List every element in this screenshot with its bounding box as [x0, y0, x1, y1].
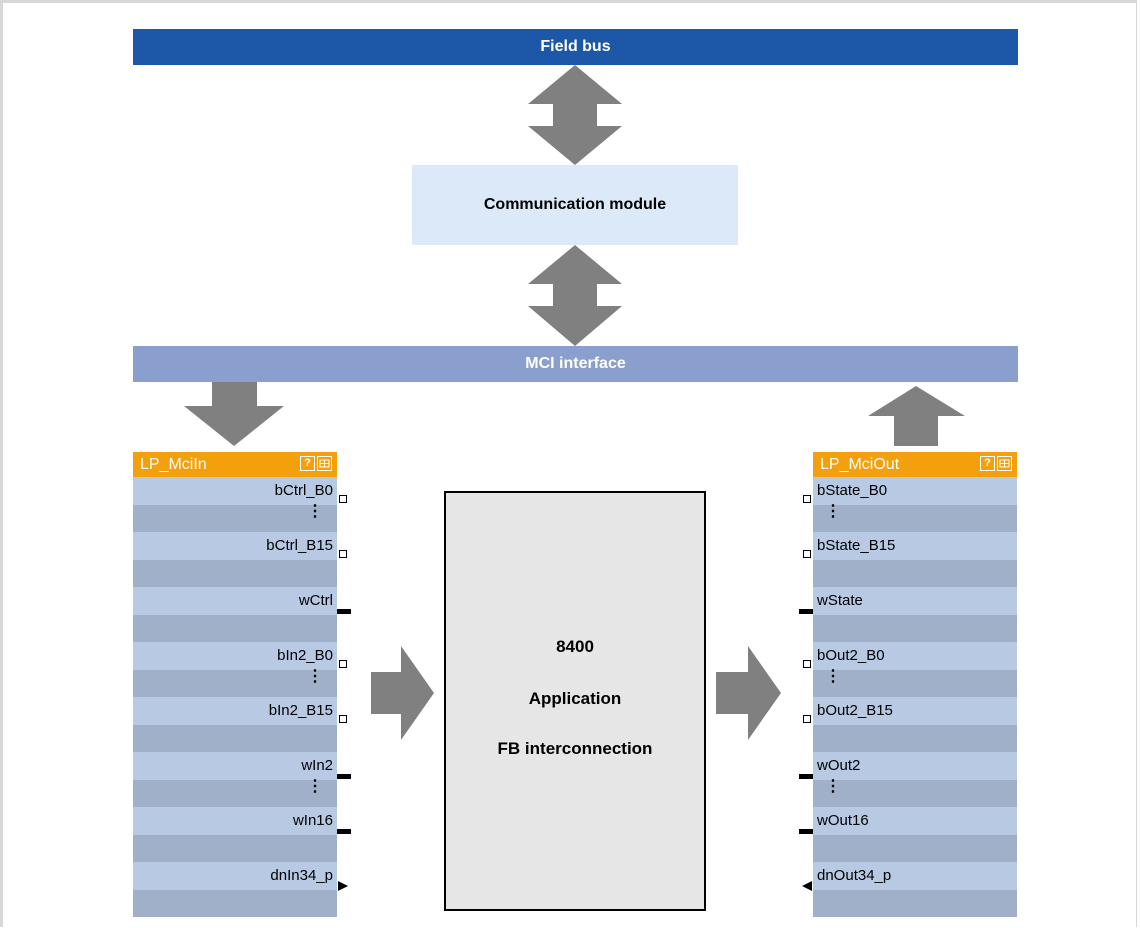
- signal-row: ⋮: [813, 777, 1017, 807]
- signal-row: [813, 559, 1017, 587]
- help-icon[interactable]: ?: [980, 456, 995, 471]
- signal-label: bCtrl_B0: [274, 482, 333, 499]
- signal-label: wOut2: [817, 757, 861, 774]
- fieldbus-label: Field bus: [540, 38, 611, 55]
- signal-row: bOut2_B0: [803, 642, 1017, 670]
- double-arrow-fieldbus-comm: [528, 65, 622, 165]
- bool-port[interactable]: [339, 715, 347, 723]
- application-label: Application: [528, 689, 622, 708]
- fb-lp-mciout-header: LP_MciOut ?: [813, 452, 1017, 477]
- signal-row: [133, 834, 337, 862]
- ellipsis-dots: ⋮: [825, 777, 841, 795]
- signal-label: bOut2_B0: [817, 647, 885, 664]
- signal-row: bState_B0: [803, 477, 1017, 505]
- signal-label: bOut2_B15: [817, 702, 893, 719]
- signal-row: ⋮: [133, 667, 337, 697]
- application-id: 8400: [556, 637, 594, 656]
- fb-lp-mciin[interactable]: LP_MciIn ? bCtrl_B0 ⋮ bCtrl_B15 wCtrl bI…: [133, 452, 351, 917]
- fb-lp-mciout-title: LP_MciOut: [820, 456, 900, 473]
- application-block: 8400 Application FB interconnection: [444, 491, 706, 911]
- fb-interconnection-label: FB interconnection: [497, 739, 653, 758]
- signal-row: wCtrl: [133, 587, 351, 615]
- signal-row: [133, 559, 337, 587]
- ellipsis-dots: ⋮: [307, 667, 323, 685]
- signal-label: wCtrl: [298, 592, 333, 609]
- parameter-table-icon[interactable]: [997, 456, 1012, 471]
- signal-row: bState_B15: [803, 532, 1017, 560]
- bool-port[interactable]: [803, 660, 811, 668]
- bool-port[interactable]: [803, 495, 811, 503]
- bool-port[interactable]: [339, 550, 347, 558]
- signal-label: wIn2: [301, 757, 333, 774]
- signal-row: ⋮: [133, 777, 337, 807]
- word-port[interactable]: [799, 829, 813, 834]
- right-arrow-app-out: [716, 646, 781, 740]
- signal-row: bIn2_B0: [133, 642, 347, 670]
- signal-row: [813, 889, 1017, 917]
- signal-row: ⋮: [813, 502, 1017, 532]
- signal-label: bState_B15: [817, 537, 896, 554]
- fieldbus-bar: Field bus: [133, 29, 1018, 65]
- signal-row: wOut16: [799, 807, 1017, 835]
- bool-port[interactable]: [339, 495, 347, 503]
- signal-row: bCtrl_B15: [133, 532, 347, 560]
- signal-row: wOut2: [799, 752, 1017, 780]
- bool-port[interactable]: [339, 660, 347, 668]
- word-port[interactable]: [799, 774, 813, 779]
- signal-row: dnIn34_p: [133, 862, 348, 891]
- position-port[interactable]: [802, 881, 812, 891]
- communication-module-box: Communication module: [412, 165, 738, 245]
- fb-lp-mciout[interactable]: LP_MciOut ? bState_B0 ⋮ bState_B15 wStat…: [799, 452, 1017, 917]
- signal-row: [133, 724, 337, 752]
- parameter-table-icon[interactable]: [317, 456, 332, 471]
- ellipsis-dots: ⋮: [825, 667, 841, 685]
- position-port[interactable]: [338, 881, 348, 891]
- mci-interface-bar: MCI interface: [133, 346, 1018, 382]
- ellipsis-dots: ⋮: [307, 777, 323, 795]
- signal-row: [813, 834, 1017, 862]
- signal-row: bOut2_B15: [803, 697, 1017, 725]
- mci-interface-label: MCI interface: [525, 355, 626, 372]
- ellipsis-dots: ⋮: [307, 502, 323, 520]
- signal-label: bIn2_B15: [268, 702, 333, 719]
- signal-row: wIn2: [133, 752, 351, 780]
- signal-label: bCtrl_B15: [266, 537, 333, 554]
- signal-row: [133, 889, 337, 917]
- signal-label: bIn2_B0: [277, 647, 333, 664]
- signal-label: wIn16: [292, 812, 333, 829]
- signal-label: dnIn34_p: [270, 867, 333, 884]
- communication-module-label: Communication module: [483, 196, 667, 213]
- bool-port[interactable]: [803, 550, 811, 558]
- bool-port[interactable]: [803, 715, 811, 723]
- signal-row: ⋮: [133, 502, 337, 532]
- signal-row: bCtrl_B0: [133, 477, 347, 505]
- up-arrow-mci-out: [868, 386, 965, 446]
- signal-label: bState_B0: [817, 482, 888, 499]
- signal-row: wState: [799, 587, 1017, 615]
- right-arrow-in-app: [371, 646, 434, 740]
- help-icon[interactable]: ?: [300, 456, 315, 471]
- signal-label: wOut16: [817, 812, 869, 829]
- signal-label: dnOut34_p: [817, 867, 892, 884]
- ellipsis-dots: ⋮: [825, 502, 841, 520]
- signal-row: ⋮: [813, 667, 1017, 697]
- fb-lp-mciin-title: LP_MciIn: [140, 456, 207, 473]
- word-port[interactable]: [337, 609, 351, 614]
- signal-row: [813, 614, 1017, 642]
- signal-row: bIn2_B15: [133, 697, 347, 725]
- signal-row: wIn16: [133, 807, 351, 835]
- word-port[interactable]: [337, 829, 351, 834]
- signal-row: dnOut34_p: [802, 862, 1017, 891]
- signal-label: wState: [817, 592, 863, 609]
- word-port[interactable]: [799, 609, 813, 614]
- double-arrow-comm-mci: [528, 245, 622, 346]
- word-port[interactable]: [337, 774, 351, 779]
- down-arrow-mci-in: [184, 382, 284, 446]
- signal-row: [813, 724, 1017, 752]
- signal-row: [133, 614, 337, 642]
- fb-lp-mciin-header: LP_MciIn ?: [133, 452, 337, 477]
